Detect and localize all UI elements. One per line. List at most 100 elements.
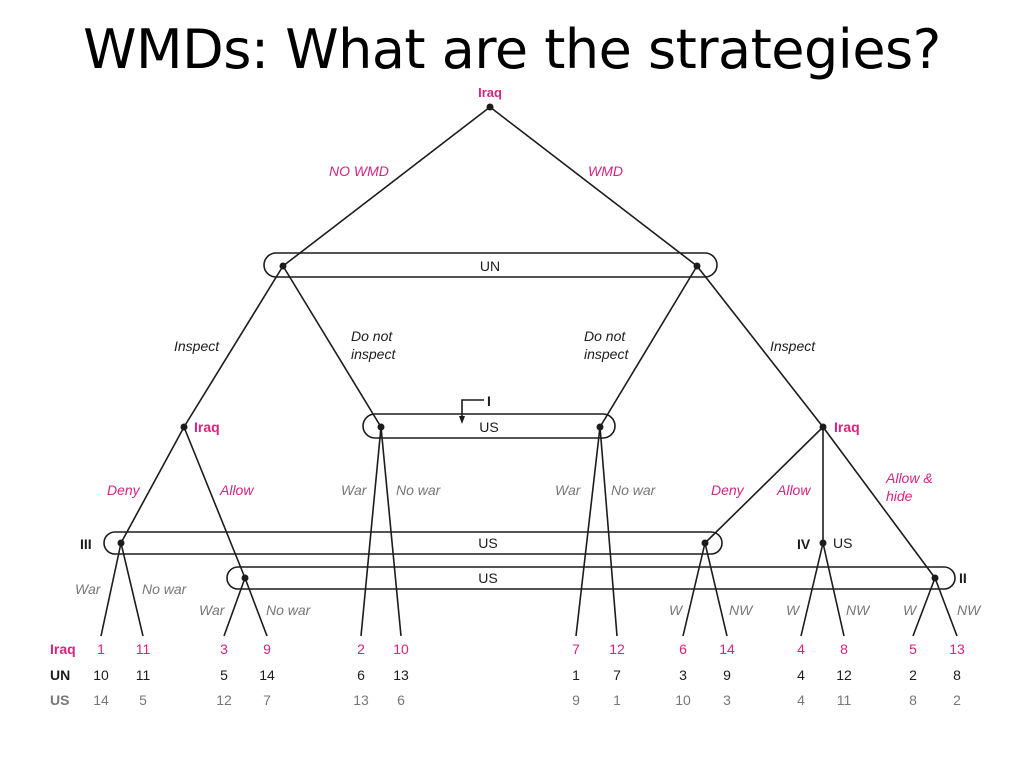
slide-title: WMDs: What are the strategies? [83,18,941,81]
payoff-un-12: 12 [836,667,852,683]
branch-label-allow-hide-2: hide [886,488,913,504]
set-label-iv: IV [797,536,811,552]
branch-label-do-not-inspect-left-1: Do not [351,328,393,344]
edge-war-ii-left [223,577,246,637]
payoff-un-5: 6 [357,667,365,683]
branch-label-no-war-ii-left: No war [266,602,312,618]
edge-no-war-i-left [380,426,402,637]
branch-label-allow-right: Allow [776,482,811,498]
edge-nw-ii-right [934,577,958,637]
branch-label-w-iv: W [786,602,801,618]
payoff-iraq-12: 8 [840,641,848,657]
payoff-iraq-8: 12 [609,641,625,657]
edge-inspect-right [696,265,824,428]
edge-allow-left [183,426,246,579]
branch-label-nw-ii-right: NW [957,602,982,618]
branch-label-w-iii-right: W [669,602,684,618]
set-label-iii: III [80,536,92,552]
node-us-iv [819,539,827,547]
payoff-us-13: 8 [909,692,917,708]
branch-label-wmd: WMD [588,163,623,179]
branch-label-no-war-i-right: No war [611,482,657,498]
payoff-us-8: 1 [613,692,621,708]
branch-label-inspect-right: Inspect [770,338,816,354]
branch-label-nw-iii-right: NW [729,602,754,618]
edge-nw-iv [822,542,845,637]
branch-label-deny-right: Deny [711,482,745,498]
payoff-iraq-3: 3 [220,641,228,657]
payoff-un-10: 9 [723,667,731,683]
label-iraq-right: Iraq [834,419,860,435]
un-information-set [263,252,718,278]
edge-no-war-i-right [599,426,618,637]
label-us-set-ii: US [478,570,497,586]
payoff-us-7: 9 [572,692,580,708]
node-us-iii-left [117,539,125,547]
payoff-us-9: 10 [675,692,691,708]
payoff-iraq-10: 14 [719,641,735,657]
payoff-iraq-1: 1 [97,641,105,657]
payoff-us-10: 3 [723,692,731,708]
payoff-iraq-6: 10 [393,641,409,657]
payoff-iraq-2: 11 [136,641,151,657]
payoff-us-1: 14 [93,692,109,708]
branch-label-do-not-inspect-right-2: inspect [584,346,629,362]
tree-edges [100,106,958,637]
payoff-table: 1101411115351291472613101367191271631014… [93,641,965,708]
payoff-us-14: 2 [953,692,961,708]
edge-war-iii [100,542,122,637]
branch-label-w-ii-right: W [903,602,918,618]
set-label-ii: II [959,570,967,586]
edge-w-iii-right [682,542,706,637]
edge-do-not-inspect-left [282,265,382,428]
branch-label-do-not-inspect-right-1: Do not [584,328,626,344]
branch-label-war-iii: War [75,581,102,597]
branch-label-deny-left: Deny [107,482,141,498]
payoff-us-4: 7 [263,692,271,708]
payoff-row-label-us: US [50,692,69,708]
node-us-iii-right [701,539,709,547]
set-i-arrowhead [459,416,465,424]
payoff-iraq-4: 9 [263,641,271,657]
branch-label-no-wmd: NO WMD [329,163,389,179]
payoff-un-13: 2 [909,667,917,683]
edge-no-war-ii-left [244,577,268,637]
payoff-un-6: 13 [393,667,409,683]
set-label-i: I [487,393,491,409]
label-us-set-i: US [479,419,498,435]
node-un-left [279,262,287,270]
branch-label-allow-left: Allow [219,482,254,498]
branch-label-no-war-iii: No war [142,581,188,597]
payoff-un-1: 10 [93,667,109,683]
payoff-us-6: 6 [397,692,405,708]
node-iraq-right [819,423,827,431]
label-un-set: UN [480,258,500,274]
payoff-us-12: 11 [837,692,852,708]
label-us-set-iii: US [478,535,497,551]
payoff-un-7: 1 [572,667,580,683]
us-information-set-ii [226,566,956,590]
branch-label-war-i-left: War [341,482,368,498]
payoff-un-11: 4 [797,667,805,683]
node-un-right [693,262,701,270]
set-i-arrow [461,399,484,420]
payoff-un-3: 5 [220,667,228,683]
payoff-un-9: 3 [679,667,687,683]
node-iraq-left [180,423,188,431]
edge-do-not-inspect-right [599,265,698,428]
label-root-iraq: Iraq [478,85,502,100]
branch-label-allow-hide-1: Allow & [885,470,933,486]
edge-no-wmd [282,106,491,267]
payoff-iraq-9: 6 [679,641,687,657]
edge-w-iv [800,542,824,637]
payoff-iraq-11: 4 [797,641,805,657]
branch-label-nw-iv: NW [846,602,871,618]
edge-w-ii-right [912,577,936,637]
payoff-un-2: 11 [136,667,151,683]
payoff-us-5: 13 [353,692,369,708]
label-us-node-iv: US [833,535,852,551]
us-information-set-i [362,413,616,439]
edge-war-i-right [575,426,601,637]
edge-no-war-iii [120,542,144,637]
